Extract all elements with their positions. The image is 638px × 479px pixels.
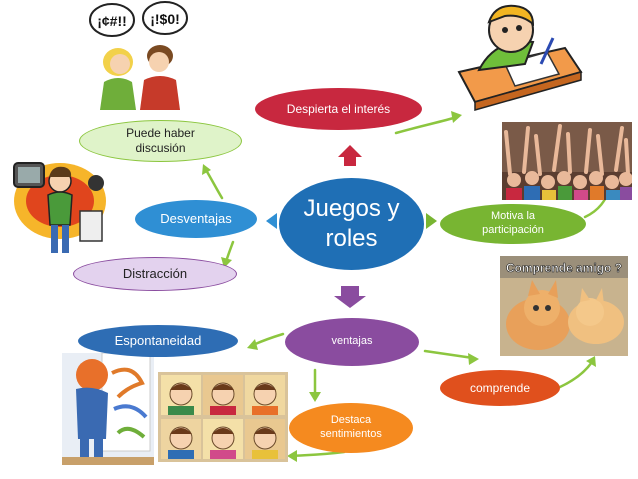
center-node-juegos-y-roles: Juegos y roles [279, 178, 424, 270]
speech-bubble-right-text: ¡!$0! [150, 11, 180, 27]
arguing-people-illustration: ¡¢#!! ¡!$0! [89, 1, 188, 110]
boy-writing-illustration [457, 4, 583, 111]
node-distraccion-label: Distracción [122, 265, 188, 281]
arrow-up-to-despierta [338, 145, 362, 166]
emotion-faces-grid [158, 372, 288, 462]
node-espontaneidad: Espontaneidad [78, 325, 238, 357]
arrow-down-to-ventajas [334, 286, 366, 308]
child-painting-illustration [62, 353, 154, 465]
node-discusion-label: Puede haber discusión [126, 126, 195, 155]
arrow-right-to-motiva [426, 213, 437, 229]
cat-meme-photo: Comprende amigo ? [500, 256, 628, 356]
node-despierta-label: Despierta el interés [286, 101, 391, 116]
node-desventajas-label: Desventajas [160, 210, 232, 226]
node-despierta-el-interes: Despierta el interés [255, 88, 422, 130]
node-comprende: comprende [440, 370, 560, 406]
center-node-label: Juegos y roles [303, 195, 400, 252]
node-destaca-label: Destaca sentimientos [320, 414, 382, 440]
node-ventajas-label: ventajas [331, 335, 373, 348]
node-comprende-label: comprende [469, 380, 531, 395]
crowd-raising-hands-photo [502, 122, 632, 200]
node-motiva-la-participacion: Motiva la participación [440, 204, 586, 244]
connector-comprende-to-cat [558, 360, 594, 389]
connector-desventajas-to-discusion [204, 168, 224, 200]
node-destaca-sentimientos: Destaca sentimientos [289, 403, 413, 453]
node-desventajas: Desventajas [135, 200, 257, 238]
connector-ventajas-to-comprende [423, 349, 475, 360]
connector-destaca-to-faces [290, 450, 346, 458]
speech-bubble-left-text: ¡¢#!! [97, 13, 127, 29]
connector-ventajas-to-espontaneidad [251, 332, 285, 347]
node-puede-haber-discusion: Puede haber discusión [79, 120, 242, 162]
node-motiva-label: Motiva la participación [482, 210, 544, 236]
node-distraccion: Distracción [73, 257, 237, 291]
arrow-left-to-desventajas [266, 213, 277, 229]
distracted-boy-illustration [13, 162, 106, 253]
node-ventajas: ventajas [285, 318, 419, 366]
cat-caption: Comprende amigo ? [506, 261, 622, 275]
node-espontaneidad-label: Espontaneidad [114, 332, 202, 348]
